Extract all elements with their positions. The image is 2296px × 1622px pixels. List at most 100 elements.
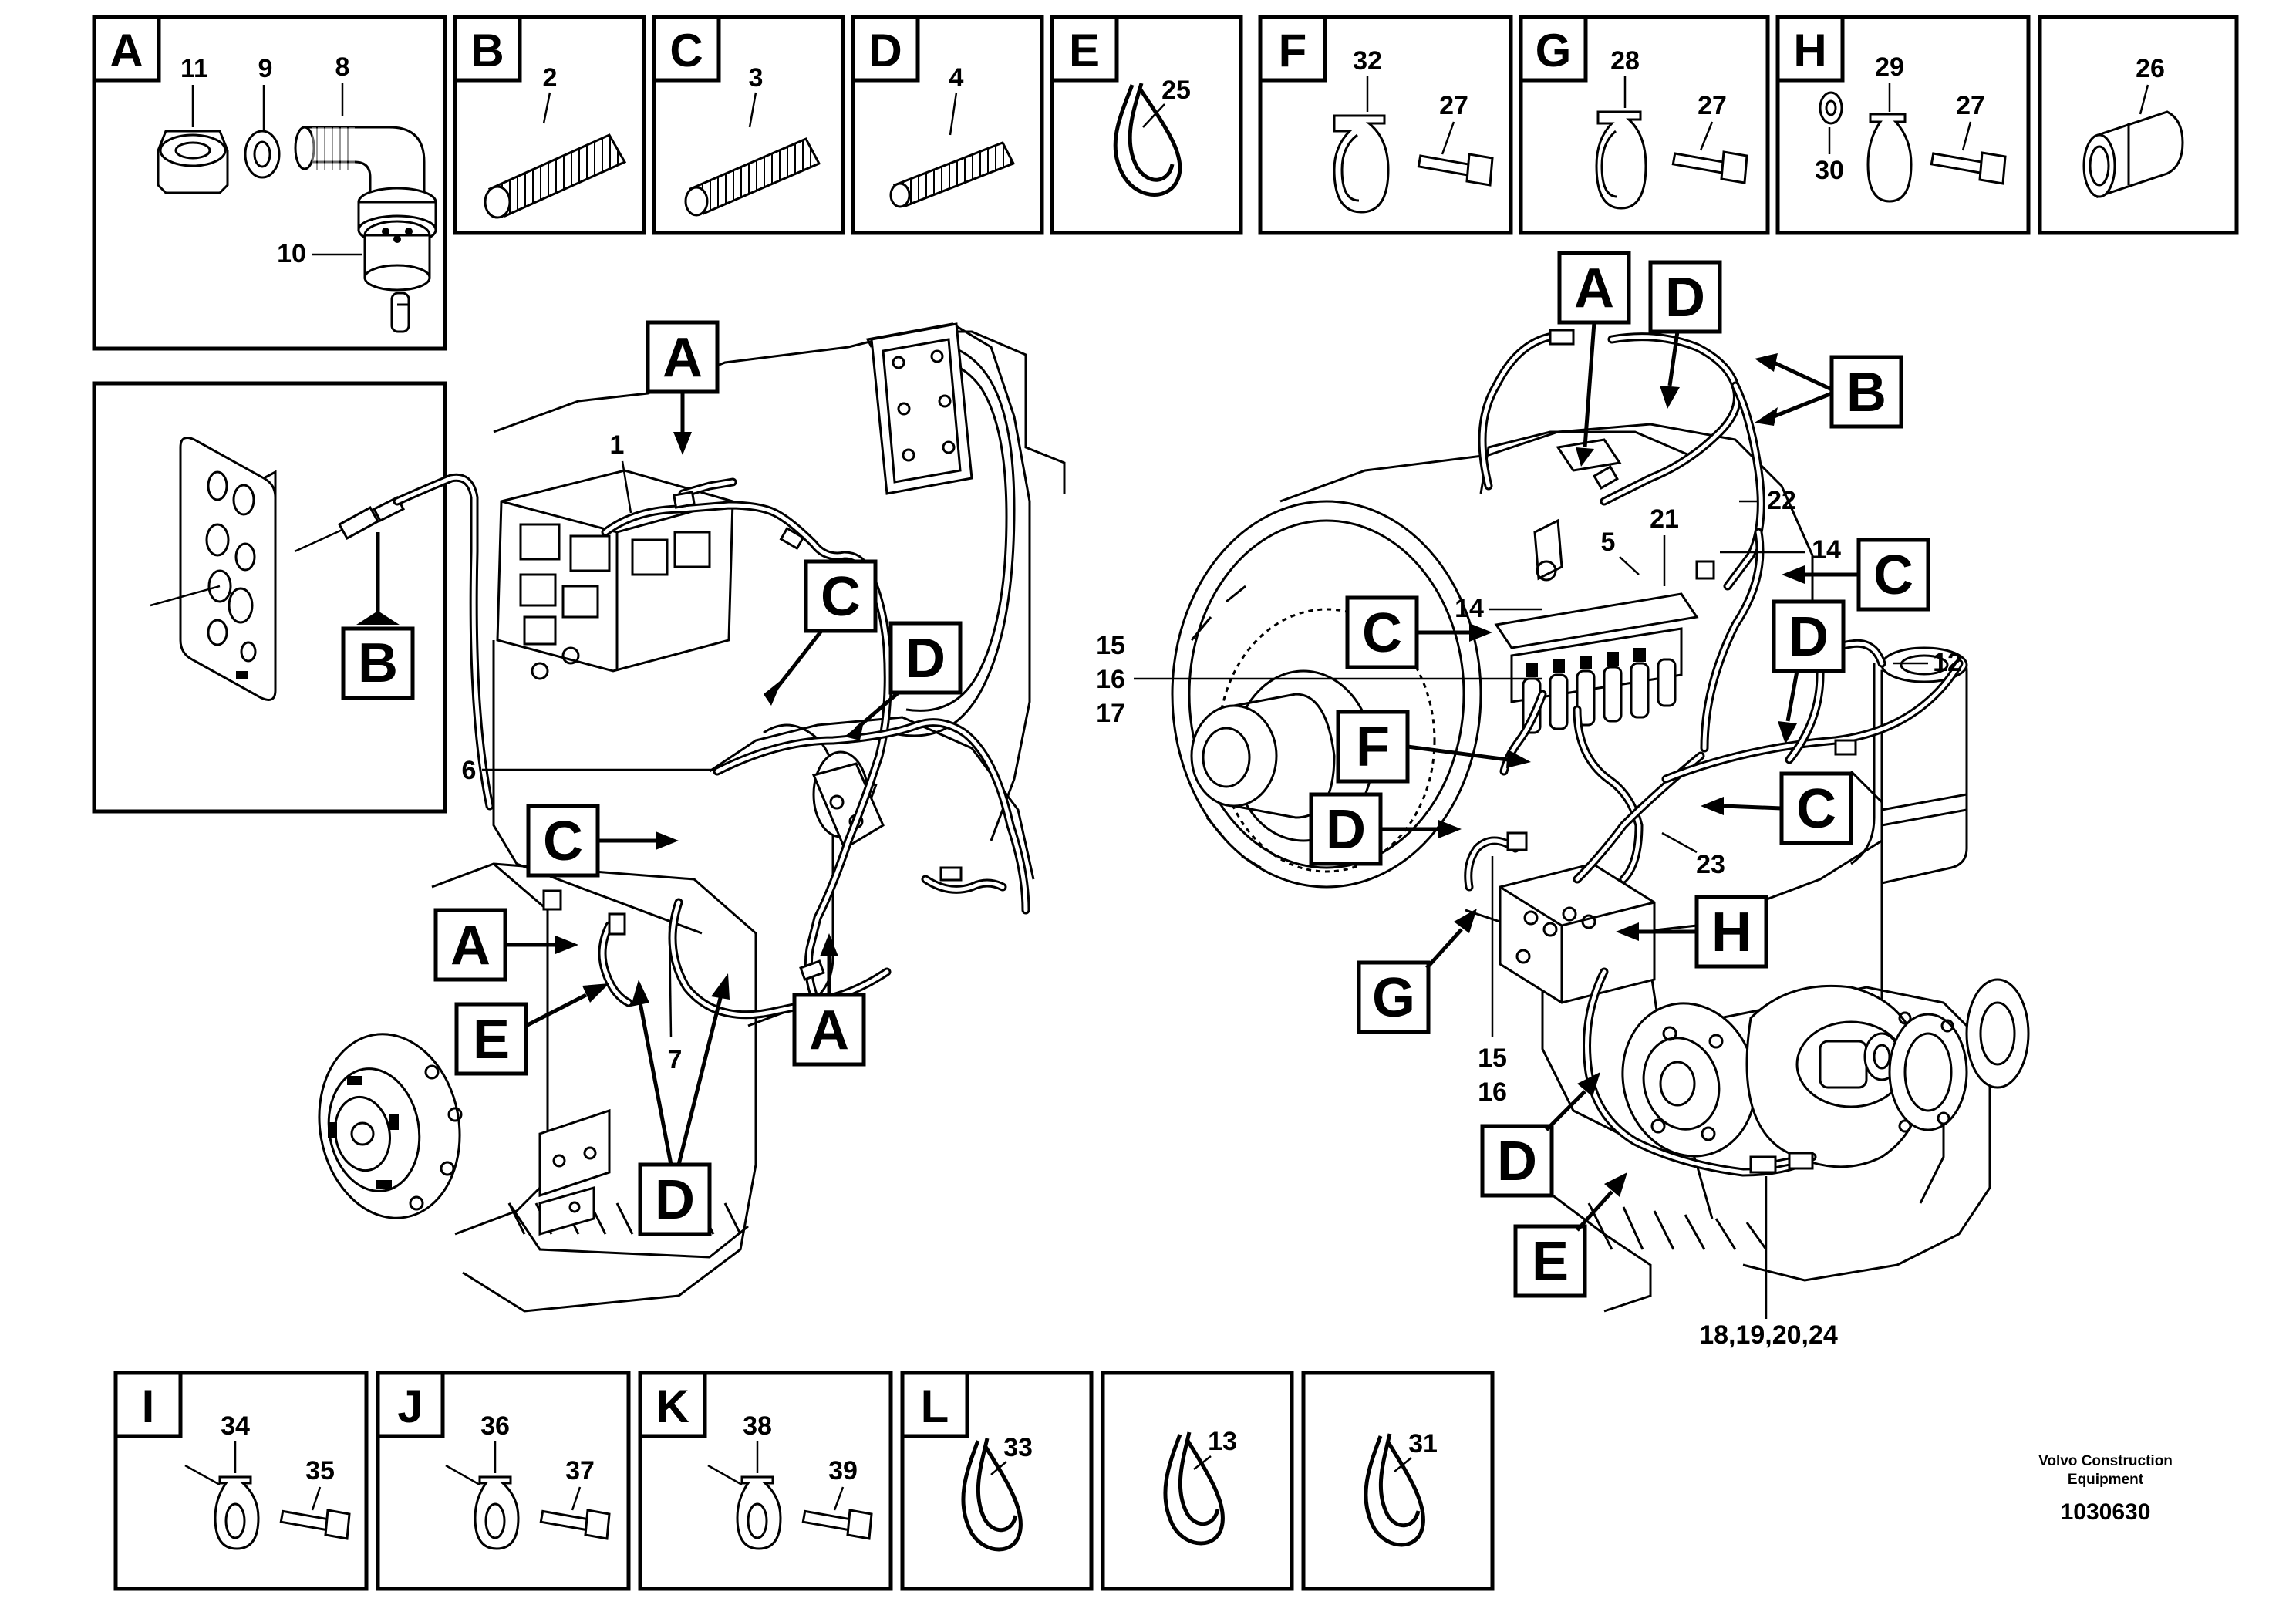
callout-c-lower: C <box>526 804 679 878</box>
callout-a-bottom: A <box>792 933 866 1067</box>
svg-text:C: C <box>1362 602 1402 664</box>
svg-text:D: D <box>1789 606 1829 668</box>
callout-a-left: A <box>433 908 578 982</box>
company-name-line2: Equipment <box>2068 1472 2144 1488</box>
box-f-clamp: F 32 27 <box>1258 15 1513 235</box>
company-name-line1: Volvo Construction <box>2038 1453 2173 1469</box>
part-number: 38 <box>743 1411 772 1441</box>
svg-text:A: A <box>450 915 491 976</box>
detail-box-connector-plate: B <box>92 381 494 814</box>
svg-text:C: C <box>1873 545 1913 606</box>
box-d-hose: D 4 <box>851 15 1044 235</box>
part-number: 27 <box>1956 91 1985 120</box>
svg-text:C: C <box>1796 778 1836 840</box>
callout-d-right-low: D <box>1309 792 1462 866</box>
callout-g-right: G <box>1357 909 1477 1034</box>
box-l-cable-tie: L 33 <box>900 1371 1094 1591</box>
sensor-cluster <box>1522 648 1677 734</box>
callout-b-right: B <box>1755 353 1903 429</box>
svg-text:A: A <box>809 1000 849 1061</box>
footer-caption: Volvo Construction Equipment 1030630 <box>2038 1453 2173 1525</box>
svg-text:G: G <box>1372 967 1415 1029</box>
part-number: 26 <box>2136 54 2165 83</box>
box-k-clamp: K 38 39 <box>638 1371 893 1591</box>
svg-text:H: H <box>1711 902 1752 963</box>
svg-text:D: D <box>1326 799 1366 861</box>
callout-e-right: E <box>1513 1172 1627 1298</box>
callout-h-right: H <box>1616 895 1768 969</box>
box-c-hose: C 3 <box>652 15 845 235</box>
part-number: 11 <box>180 54 208 83</box>
box-h-letter: H <box>1793 25 1826 76</box>
callout-d-upper: D <box>845 621 963 740</box>
part-number: 28 <box>1610 46 1640 76</box>
callout-c-right-left: C <box>1345 595 1492 669</box>
box-31-cable-tie: 31 <box>1301 1371 1495 1591</box>
callout-a-right-top: A <box>1557 251 1631 467</box>
part-number: 16 <box>1096 665 1125 694</box>
box-e-letter: E <box>1069 25 1100 76</box>
left-transmission-view: 1 6 7 A C D C <box>318 320 1066 1313</box>
box-c-letter: C <box>669 25 703 76</box>
part-number: 27 <box>1439 91 1468 120</box>
part-number: 23 <box>1696 850 1725 879</box>
part-number: 33 <box>1003 1433 1033 1462</box>
svg-text:D: D <box>1665 267 1705 329</box>
svg-text:E: E <box>473 1009 510 1071</box>
washer-part-9 <box>244 85 281 179</box>
box-j-clamp: J 36 37 <box>376 1371 631 1591</box>
part-number: 9 <box>258 54 273 83</box>
svg-text:D: D <box>905 628 946 690</box>
part-number: 17 <box>1096 699 1125 728</box>
box-13-cable-tie: 13 <box>1101 1371 1294 1591</box>
box-a-connector-kit: A 11 9 8 10 <box>92 15 447 351</box>
box-b-letter: B <box>470 25 504 76</box>
svg-text:C: C <box>543 811 583 872</box>
callout-d-bottom: D <box>631 973 730 1236</box>
part-number: 4 <box>949 63 964 93</box>
part-number: 34 <box>221 1411 250 1441</box>
part-number: 10 <box>277 239 306 268</box>
box-h-clamp-spacer: H 29 27 30 <box>1775 15 2031 235</box>
nut-part-11 <box>157 85 229 194</box>
part-number: 21 <box>1650 504 1679 534</box>
part-number: 39 <box>828 1456 858 1485</box>
svg-text:B: B <box>1846 362 1886 423</box>
svg-text:D: D <box>1497 1131 1537 1192</box>
detail-callout-b: B <box>358 632 398 694</box>
part-number: 2 <box>543 63 558 93</box>
part-number: 8 <box>335 52 350 82</box>
part-number: 32 <box>1353 46 1382 76</box>
callout-c-right-low: C <box>1701 771 1853 845</box>
callout-c-right-top: C <box>1782 538 1930 612</box>
part-number: 27 <box>1698 91 1727 120</box>
box-g-clamp: G 28 27 <box>1519 15 1770 235</box>
box-d-letter: D <box>868 25 902 76</box>
box-l-letter: L <box>921 1381 949 1432</box>
box-26-sleeve: 26 <box>2038 15 2239 235</box>
svg-text:E: E <box>1532 1231 1569 1293</box>
part-number: 36 <box>480 1411 510 1441</box>
part-number: 14 <box>1812 535 1841 565</box>
box-i-clamp: I 34 35 <box>113 1371 369 1591</box>
callout-a-top: A <box>646 320 720 455</box>
box-b-hose: B 2 <box>453 15 646 235</box>
part-number: 37 <box>565 1456 595 1485</box>
part-number: 15 <box>1096 631 1125 660</box>
box-a-letter: A <box>110 25 143 76</box>
svg-text:F: F <box>1356 717 1390 778</box>
part-number: 3 <box>749 63 764 93</box>
svg-text:A: A <box>663 327 703 389</box>
plug-part-10 <box>312 220 431 333</box>
part-number: 29 <box>1875 52 1904 82</box>
svg-text:C: C <box>821 566 861 628</box>
box-e-cable-tie: E 25 <box>1050 15 1243 235</box>
part-number: 30 <box>1815 156 1844 185</box>
part-number: 31 <box>1408 1429 1438 1458</box>
part-number: 1 <box>610 430 625 460</box>
callout-d-right-bottom: D <box>1480 1072 1600 1198</box>
svg-text:D: D <box>655 1169 695 1231</box>
part-number: 5 <box>1601 528 1616 557</box>
part-number: 12 <box>1933 648 1962 677</box>
